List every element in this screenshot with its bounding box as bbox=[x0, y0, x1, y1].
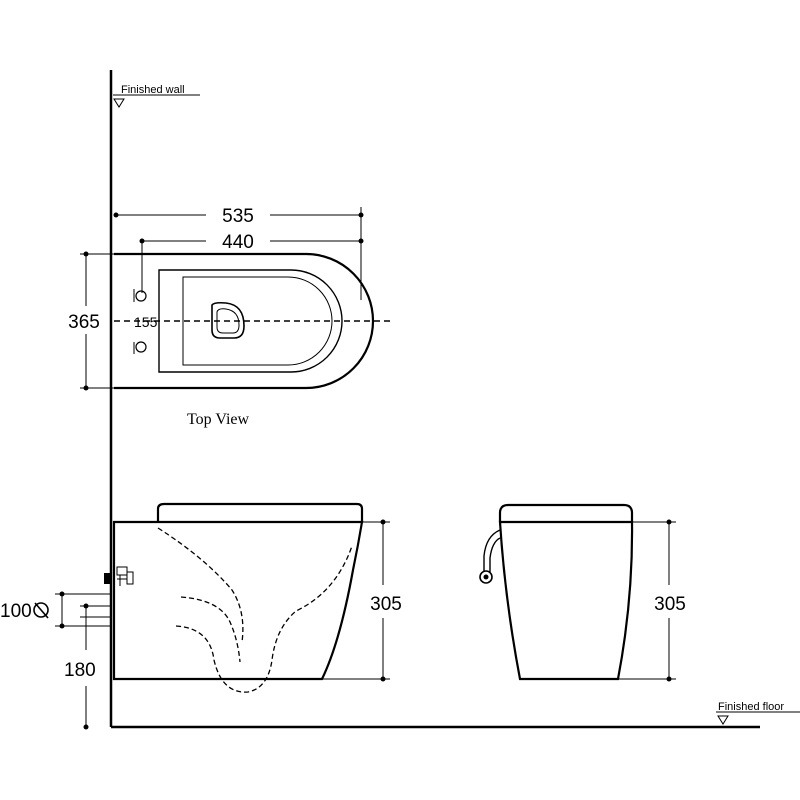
hole-spacing-label: 155 bbox=[134, 314, 158, 330]
inlet-label: 100 bbox=[0, 601, 32, 622]
front-height-label: 305 bbox=[654, 594, 686, 615]
finished-floor-label: Finished floor bbox=[718, 701, 784, 713]
dimension-width: 365 bbox=[68, 251, 114, 391]
front-view bbox=[479, 503, 634, 681]
top-view-caption: Top View bbox=[187, 411, 250, 428]
dimension-mount: 100 180 bbox=[0, 591, 111, 730]
wall-level-marker-icon bbox=[113, 98, 125, 108]
top-view: 155 bbox=[114, 252, 392, 390]
overall-length-label: 535 bbox=[222, 206, 254, 227]
width-label: 365 bbox=[68, 312, 100, 333]
side-height-label: 305 bbox=[370, 594, 402, 615]
inlet-connector-icon bbox=[104, 573, 111, 584]
mount-height-label: 180 bbox=[64, 660, 96, 681]
side-view bbox=[104, 502, 364, 693]
valve-icon bbox=[479, 570, 493, 584]
dimension-front-height: 305 bbox=[618, 519, 686, 682]
dimension-seat-length: 440 bbox=[139, 232, 364, 293]
dimension-side-height: 305 bbox=[322, 519, 402, 682]
floor-level-marker-icon bbox=[717, 715, 729, 725]
mounting-hole-icon bbox=[135, 341, 147, 353]
diameter-icon bbox=[33, 602, 49, 618]
dimension-overall-length: 535 bbox=[113, 206, 364, 300]
seat-length-label: 440 bbox=[222, 232, 254, 253]
mounting-hole-icon bbox=[135, 290, 147, 302]
finished-wall: Finished wall bbox=[109, 70, 200, 727]
finished-floor: Finished floor bbox=[111, 701, 800, 729]
finished-wall-label: Finished wall bbox=[121, 84, 185, 96]
